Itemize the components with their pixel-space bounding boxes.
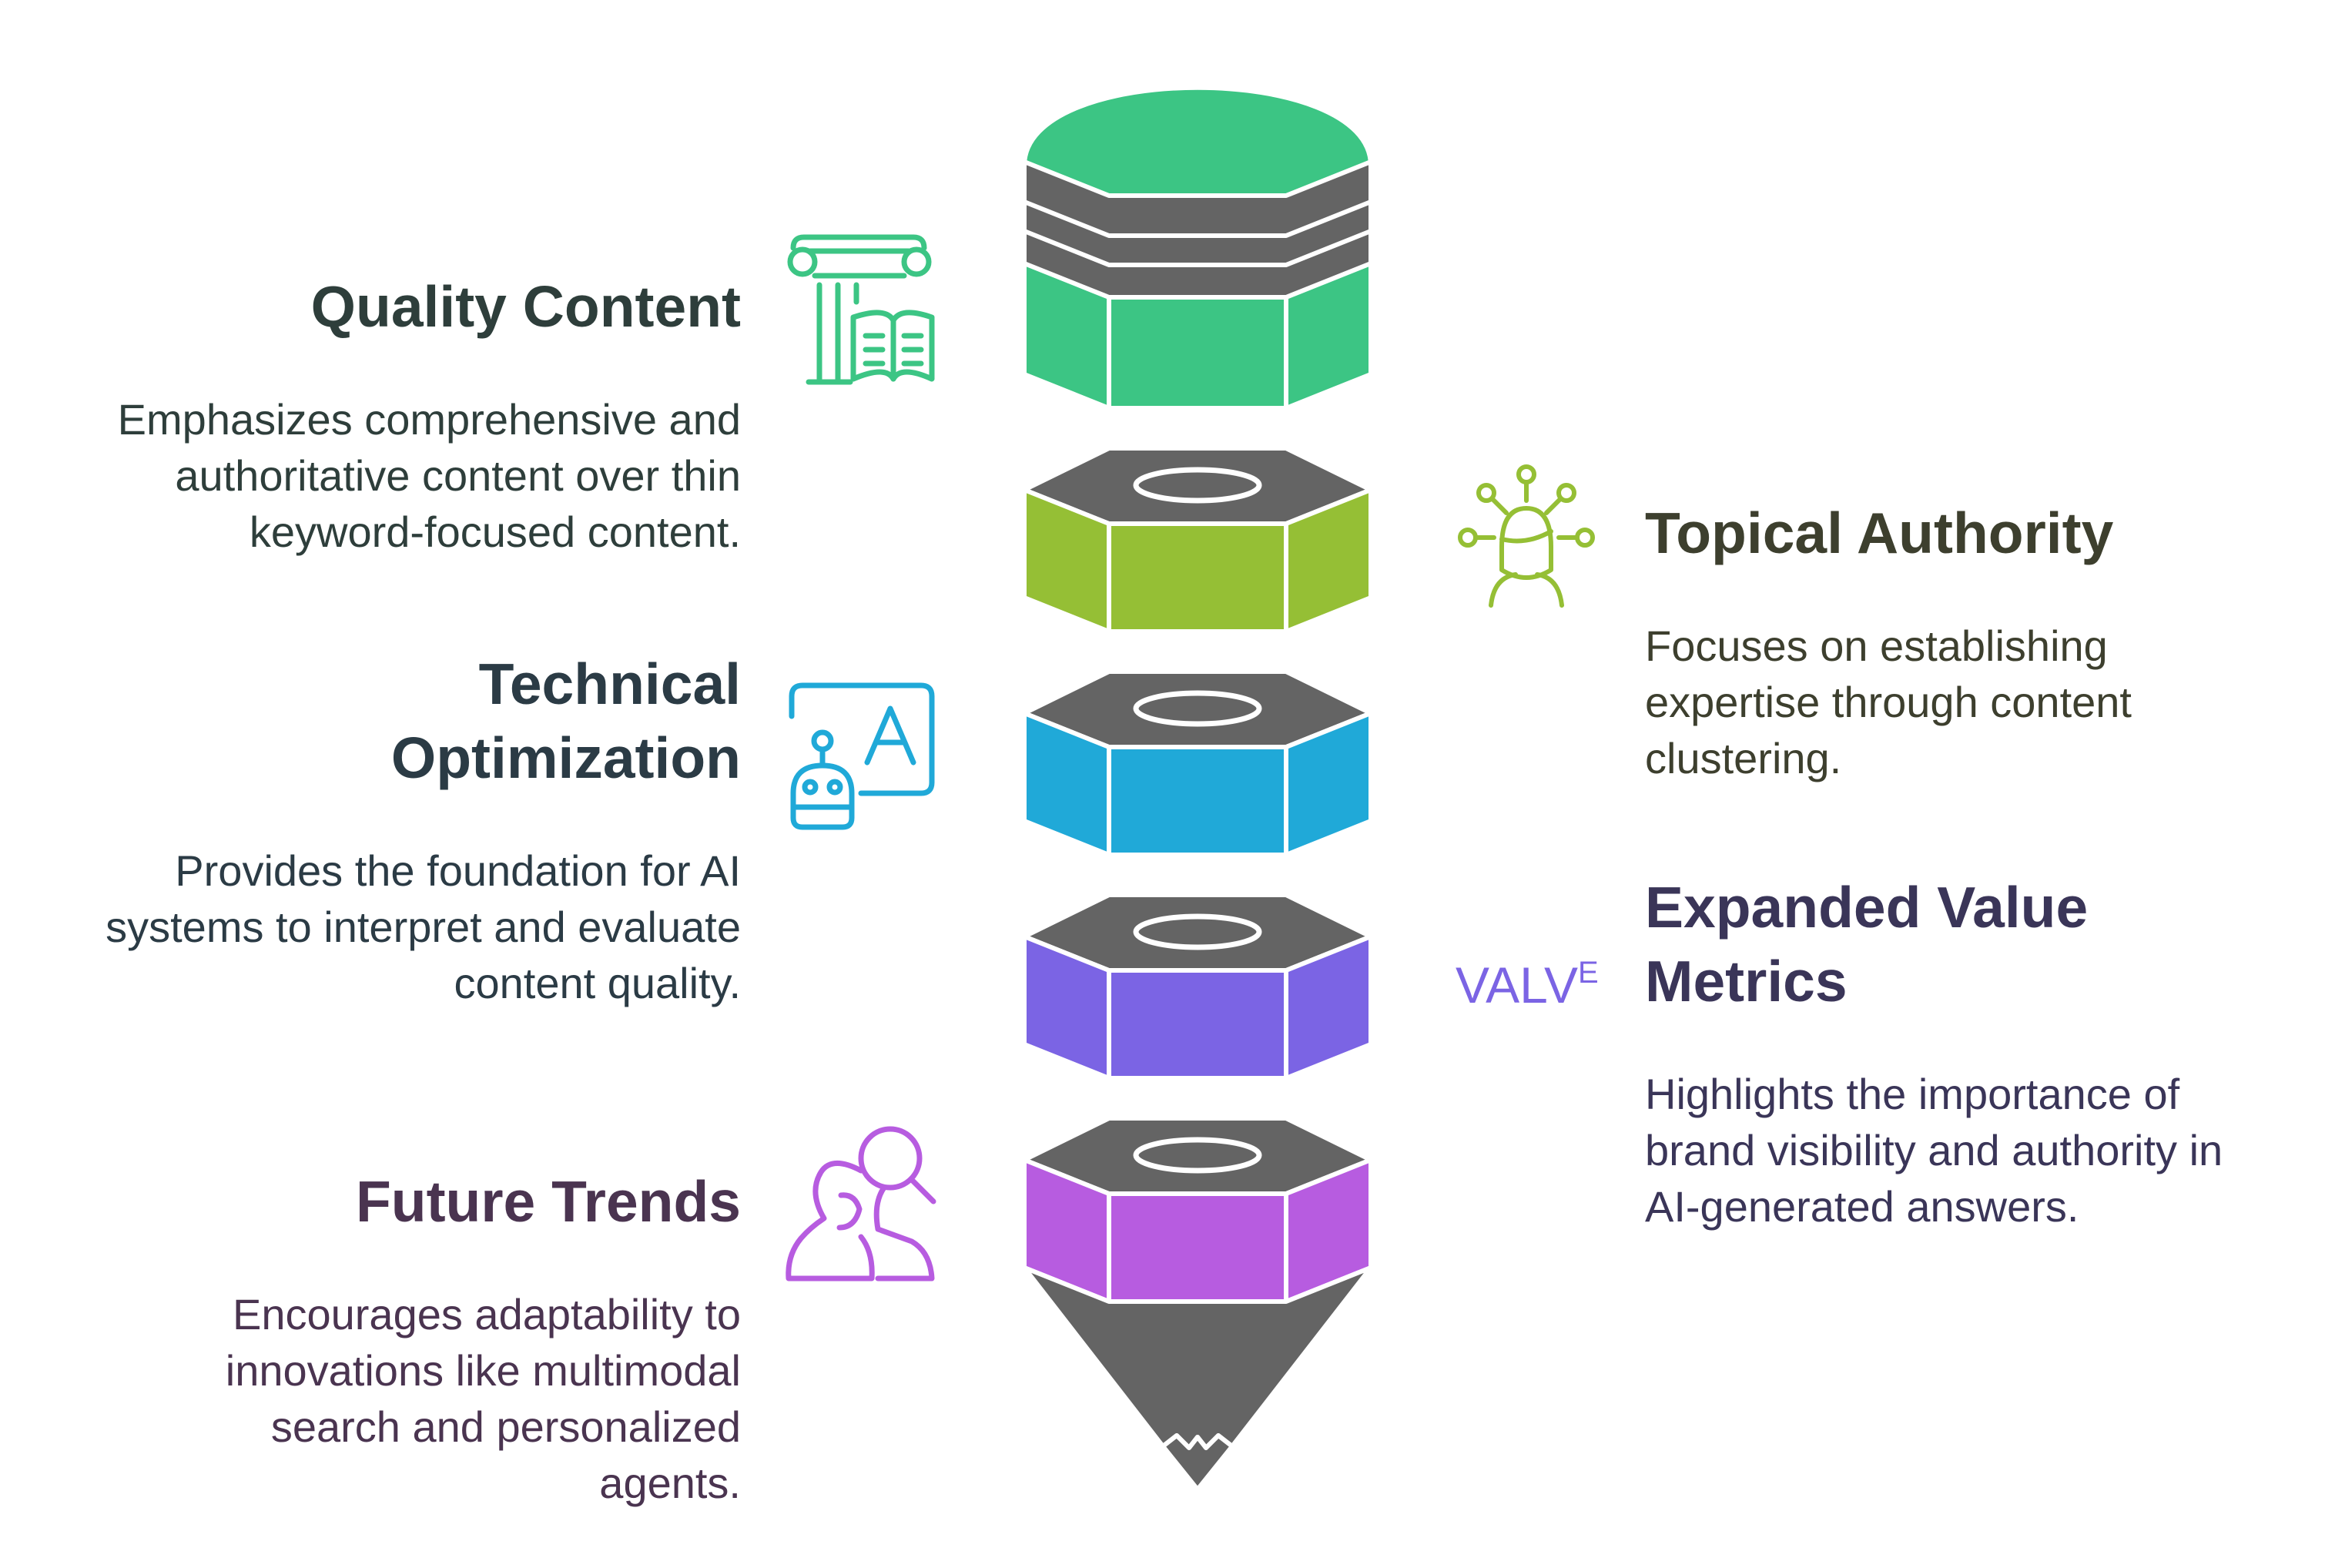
segment-hole <box>1133 690 1262 727</box>
segment-expanded-value-metrics <box>1022 893 1373 1081</box>
segment-right-face <box>1284 711 1373 857</box>
section-technical-optimization: Technical Optimization Provides the foun… <box>48 647 741 1011</box>
section-description: Highlights the importance of brand visib… <box>1645 1070 2223 1231</box>
svg-text:VALVE: VALVE <box>1456 956 1599 1014</box>
eraser-body-front-face <box>1107 295 1288 410</box>
eraser-cap <box>1022 85 1373 410</box>
section-description: Provides the foundation for AI systems t… <box>106 846 741 1007</box>
section-title: Topical Authority <box>1645 501 2114 565</box>
segment-future-trends <box>1022 1116 1373 1304</box>
segment-topical-authority <box>1022 446 1373 634</box>
people-search-icon <box>786 1126 936 1282</box>
robot-translate-icon <box>789 682 935 830</box>
section-future-trends: Future Trends Encourages adaptability to… <box>48 1164 741 1511</box>
section-description: Encourages adaptability to innovations l… <box>225 1290 741 1507</box>
segment-front-face <box>1107 968 1288 1081</box>
section-description: Focuses on establishing expertise throug… <box>1645 622 2132 782</box>
value-text-icon: VALVE <box>1456 956 1599 1014</box>
section-title: Expanded Value Metrics <box>1645 875 2089 1014</box>
section-topical-authority: Topical Authority Focuses on establishin… <box>1645 496 2276 786</box>
section-title: Future Trends <box>355 1169 741 1234</box>
section-quality-content: Quality Content Emphasizes comprehensive… <box>48 270 741 560</box>
segment-technical-optimization <box>1022 669 1373 857</box>
pencil-stack <box>1022 85 1373 1492</box>
column-book-icon <box>787 234 935 385</box>
segment-right-face <box>1284 934 1373 1081</box>
segment-hole <box>1133 1137 1262 1174</box>
segment-front-face <box>1107 1191 1288 1304</box>
segment-hole <box>1133 467 1262 504</box>
section-description: Emphasizes comprehensive and authoritati… <box>117 395 741 556</box>
pencil-lead <box>1161 1433 1235 1492</box>
segment-front-face <box>1107 745 1288 857</box>
section-expanded-value-metrics: Expanded Value Metrics Highlights the im… <box>1645 870 2276 1235</box>
expert-network-icon <box>1458 464 1595 608</box>
eraser-body-right-face <box>1284 261 1373 410</box>
segment-front-face <box>1107 521 1288 634</box>
section-title: Technical Optimization <box>390 652 741 790</box>
segment-right-face <box>1284 487 1373 634</box>
segment-hole <box>1133 913 1262 950</box>
section-title: Quality Content <box>310 274 741 339</box>
